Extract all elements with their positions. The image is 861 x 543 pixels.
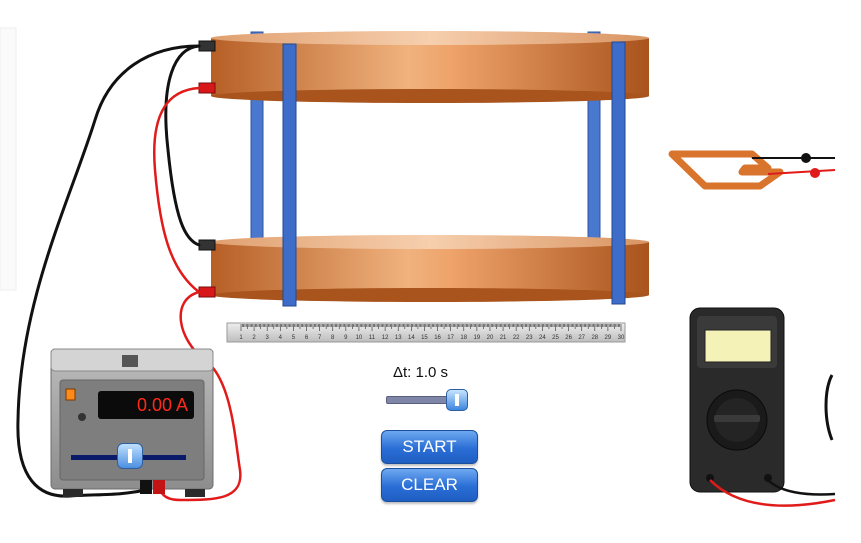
ruler-tick-label: 17: [447, 335, 454, 341]
ruler-tick-label: 24: [539, 335, 546, 341]
ruler-tick-label: 10: [356, 335, 363, 341]
side-panel-edge: [0, 27, 17, 291]
ruler-tick-label: 8: [331, 335, 335, 341]
ruler-tick-label: 4: [279, 335, 283, 341]
ruler-tick-label: 18: [460, 335, 467, 341]
start-button[interactable]: START: [381, 430, 478, 464]
ruler-tick-label: 21: [500, 335, 507, 341]
ruler-tick-label: 14: [408, 335, 415, 341]
current-display: 0.00 A: [98, 391, 194, 419]
ruler-tick-label: 5: [292, 335, 296, 341]
ruler-tick-label: 19: [474, 335, 481, 341]
ruler-tick-label: 6: [305, 335, 309, 341]
ruler-tick-label: 12: [382, 335, 389, 341]
ruler-tick-label: 1: [239, 335, 243, 341]
ruler-tick-label: 30: [618, 335, 625, 341]
clear-button[interactable]: CLEAR: [381, 468, 478, 502]
ruler-tick-label: 20: [487, 335, 494, 341]
multimeter-icon: [689, 307, 834, 493]
power-supply-icon: [50, 348, 214, 497]
frame-bar-front-left: [282, 43, 297, 307]
ruler-tick-label: 23: [526, 335, 533, 341]
delta-t-label: Δt: 1.0 s: [393, 364, 449, 381]
current-slider-knob[interactable]: [117, 443, 143, 469]
delta-t-slider-knob[interactable]: [446, 389, 468, 411]
ruler-tick-label: 9: [344, 335, 348, 341]
bottom-coil: [211, 235, 649, 302]
ruler-tick-label: 2: [252, 335, 256, 341]
ruler-tick-label: 22: [513, 335, 520, 341]
ruler-tick-label: 26: [565, 335, 572, 341]
ruler-tick-label: 13: [395, 335, 402, 341]
ruler-tick-label: 15: [421, 335, 428, 341]
red-wires: [152, 86, 242, 502]
top-coil: [211, 31, 649, 103]
ruler-tick-label: 25: [552, 335, 559, 341]
ruler-tick-label: 27: [578, 335, 585, 341]
ruler-tick-label: 29: [605, 335, 612, 341]
ruler-tick-label: 7: [318, 335, 322, 341]
frame-bar-front-right: [611, 41, 626, 305]
ruler-tick-label: 16: [434, 335, 441, 341]
multimeter-leads: [709, 479, 836, 507]
ruler-tick-label: 3: [266, 335, 270, 341]
ruler-tick-label: 28: [591, 335, 598, 341]
pickup-coil-icon[interactable]: [668, 150, 836, 190]
ruler-tick-label: 11: [369, 335, 376, 341]
